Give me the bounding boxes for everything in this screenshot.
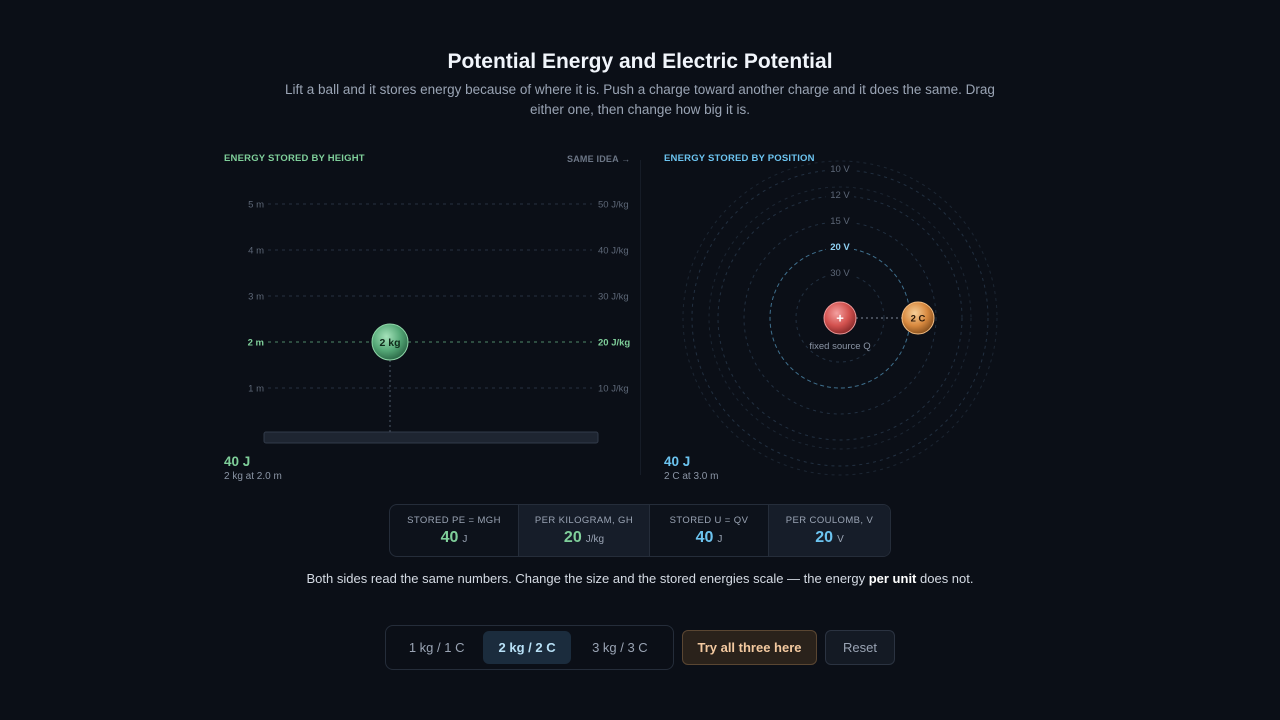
explanation-note: Both sides read the same numbers. Change… [306, 571, 974, 586]
plus-icon: + [836, 311, 844, 326]
gravity-energy-readout: 40 J [224, 454, 251, 469]
height-tick-label: 3 m [248, 292, 264, 303]
equipotential-ring [743, 221, 937, 415]
per-kg-tick-label: 10 J/kg [598, 384, 629, 395]
ring-voltage-label: 10 V [830, 164, 850, 175]
ring-voltage-label: 12 V [830, 190, 850, 201]
equipotential-ring [795, 273, 885, 363]
gravity-energy-detail: 2 kg at 2.0 m [224, 471, 282, 482]
height-tick-label: 5 m [248, 200, 264, 211]
per-kg-tick-label: 40 J/kg [598, 246, 629, 257]
equipotential-ring [691, 169, 989, 467]
electric-panel-label: ENERGY STORED BY POSITION [664, 153, 815, 164]
mass-ball [371, 323, 409, 361]
gravity-diagram: 5 m 50 J/kg 4 m 40 J/kg 3 m 30 J/kg 2 m 20 J/kg… [248, 200, 630, 444]
ground-platform [263, 431, 599, 444]
ring-label-bg [826, 162, 854, 174]
height-tick-label: 1 m [248, 384, 264, 395]
size-option-1[interactable]: 1 kg / 1 C [408, 640, 465, 655]
page-title: Potential Energy and Electric Potential [447, 50, 833, 73]
per-kg-tick-label: 50 J/kg [598, 200, 629, 211]
gravity-aside-label: SAME IDEA → [567, 154, 631, 164]
per-kg-tick-label: 20 J/kg [598, 338, 630, 349]
ring-label-bg [826, 214, 854, 226]
reset-button[interactable]: Reset [825, 630, 895, 665]
electric-energy-readout: 40 J [664, 454, 691, 469]
mass-ball-label: 2 kg [379, 337, 400, 349]
gravity-panel-label: ENERGY STORED BY HEIGHT [224, 153, 365, 164]
stat-label: PER COULOMB, V [785, 514, 874, 526]
height-tick-label: 2 m [248, 338, 264, 349]
height-tick-label: 4 m [248, 246, 264, 257]
size-option-2[interactable]: 2 kg / 2 C [483, 631, 571, 664]
per-kg-tick-label: 30 J/kg [598, 292, 629, 303]
ring-voltage-label: 15 V [830, 216, 850, 227]
panel-divider [640, 160, 641, 475]
test-charge-label: 2 C [911, 314, 926, 325]
page-subtitle: Lift a ball and it stores energy because… [285, 82, 995, 117]
stat-label: STORED U = QV [669, 514, 749, 526]
equipotential-ring [708, 186, 972, 450]
size-option-3[interactable]: 3 kg / 3 C [592, 640, 648, 655]
stat-label: STORED PE = MGH [407, 514, 501, 526]
electric-energy-detail: 2 C at 3.0 m [664, 471, 719, 482]
ring-voltage-label: 30 V [830, 268, 850, 279]
source-label: fixed source Q [809, 341, 870, 352]
source-charge [823, 301, 857, 335]
electric-diagram: 10 V 12 V 15 V 20 V 30 V + fixed source Q 2 C [682, 160, 998, 476]
equipotential-ring [682, 160, 998, 476]
ring-label-bg [826, 188, 854, 200]
ring-label-bg [826, 266, 854, 278]
ring-label-bg [826, 240, 854, 252]
stat-label: PER KILOGRAM, GH [534, 514, 634, 526]
ring-voltage-label: 20 V [830, 242, 850, 253]
size-selector: 1 kg / 1 C 2 kg / 2 C 3 kg / 3 C [385, 625, 674, 670]
try-all-button[interactable]: Try all three here [682, 630, 817, 665]
test-charge [901, 301, 935, 335]
